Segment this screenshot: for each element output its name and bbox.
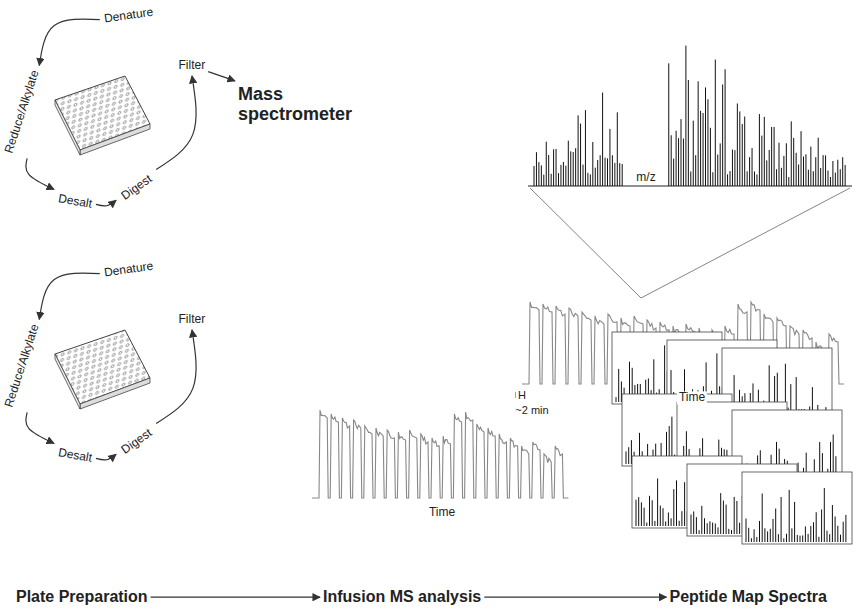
step-label: Desalt: [57, 446, 93, 465]
stage-label: Peptide Map Spectra: [670, 588, 827, 606]
node-text: Plate Preparation: [16, 588, 148, 606]
step-label: Desalt: [57, 192, 93, 211]
well-plate: [55, 76, 150, 155]
flow-arrow: [96, 200, 116, 206]
flow-arrow: [26, 158, 54, 189]
step-label: Digest: [119, 172, 155, 203]
node-text: Filter: [179, 313, 206, 327]
node-text: Digest: [119, 426, 155, 457]
step-label: Denature: [103, 6, 154, 27]
node-text: Digest: [119, 172, 155, 203]
node-text: Denature: [103, 6, 154, 27]
flow-arrow: [96, 454, 116, 460]
well-plate: [55, 330, 150, 409]
node-text: Filter: [179, 59, 206, 73]
flow-arrow: [484, 597, 666, 598]
chromatogram: [312, 410, 568, 498]
node-text: Reduce/Alkylate: [2, 69, 42, 156]
step-label: Filter: [179, 313, 206, 327]
flow-arrow: [151, 597, 320, 598]
flow-arrow: [26, 412, 54, 443]
node-text: Peptide Map Spectra: [670, 588, 827, 606]
node-text: Denature: [103, 260, 154, 281]
flow-arrow: [208, 72, 235, 81]
scale-label: ~2 min: [513, 404, 550, 416]
step-label: Denature: [103, 260, 154, 281]
zoom-lines: [530, 188, 850, 298]
step-label: Reduce/Alkylate: [2, 69, 42, 156]
node-text: Infusion MS analysis: [323, 588, 481, 606]
flow-arrow: [156, 76, 196, 170]
step-label: Reduce/Alkylate: [2, 323, 42, 410]
axis-label: Time: [677, 391, 707, 404]
flow-arrow: [39, 273, 100, 319]
stage-label: Plate Preparation: [16, 588, 148, 606]
axis-label: Time: [427, 506, 457, 519]
flow-arrow: [39, 19, 100, 65]
node-text: Desalt: [57, 192, 93, 211]
node-text: Mass spectrometer: [238, 84, 366, 125]
mass-spectrum: [528, 46, 852, 186]
node-text: Desalt: [57, 446, 93, 465]
flow-arrow: [156, 330, 196, 424]
stage-label: Infusion MS analysis: [323, 588, 481, 606]
spectra-stack: [612, 332, 852, 544]
axis-label: m/z: [634, 171, 657, 184]
scale-label: H: [516, 389, 528, 401]
step-label: Filter: [179, 59, 206, 73]
instrument-label: Mass spectrometer: [238, 84, 366, 125]
step-label: Digest: [119, 426, 155, 457]
node-text: Reduce/Alkylate: [2, 323, 42, 410]
